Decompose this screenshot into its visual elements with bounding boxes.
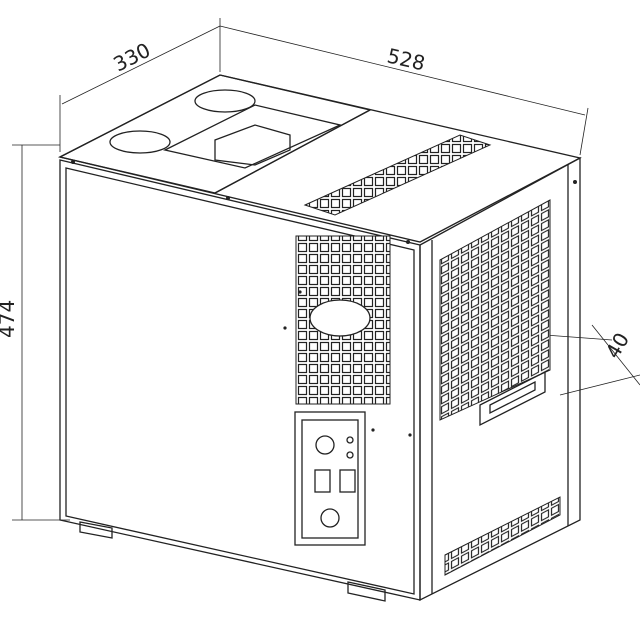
top-opening <box>163 104 343 169</box>
power-socket <box>339 469 356 493</box>
cable-gland <box>320 508 340 528</box>
dimension-handle-offset: 40 <box>601 328 635 362</box>
top-hole-right <box>194 89 256 113</box>
top-vent-grille <box>303 134 492 216</box>
side-panel <box>419 156 581 602</box>
side-vent-grille-upper <box>439 199 551 421</box>
control-panel <box>294 411 366 546</box>
logo-oval <box>309 299 371 337</box>
dimension-height: 474 <box>0 300 19 338</box>
power-switch[interactable] <box>314 469 331 493</box>
carry-handle[interactable] <box>479 370 546 427</box>
top-hole-left <box>109 130 171 154</box>
feet <box>79 521 386 602</box>
dimension-depth: 330 <box>109 38 154 77</box>
thermostat-knob[interactable] <box>315 435 335 455</box>
side-vent-grille-lower <box>444 496 561 576</box>
dimension-width: 528 <box>385 43 428 75</box>
dimension-lines <box>12 18 640 521</box>
top-panel <box>58 74 582 243</box>
screws <box>71 160 577 437</box>
